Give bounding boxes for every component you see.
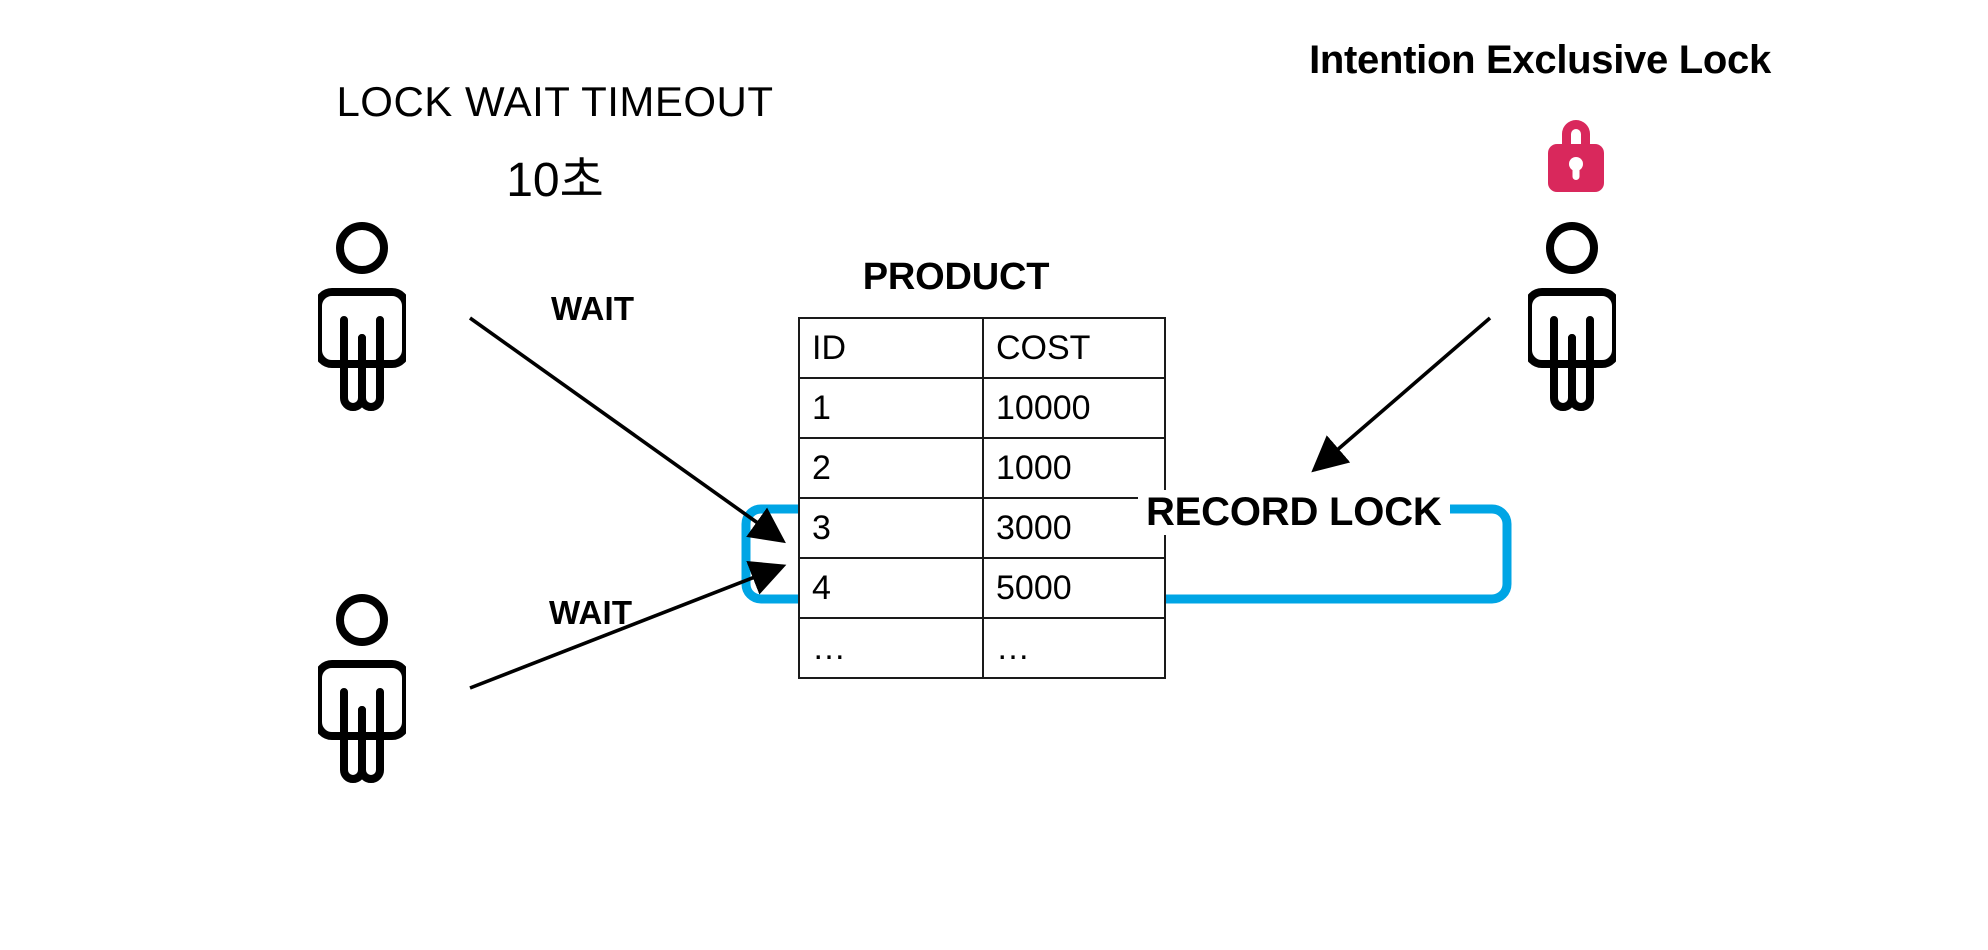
table-row: 2 1000 [798, 437, 1166, 499]
record-lock-label: RECORD LOCK [1138, 490, 1450, 535]
cell-cost: … [982, 617, 1166, 679]
wait-label-bottom: WAIT [549, 594, 633, 631]
column-header-cost: COST [982, 317, 1166, 379]
cell-cost: 10000 [982, 377, 1166, 439]
person-icon-waiter-bottom [314, 594, 410, 789]
cell-id: … [798, 617, 984, 679]
arrow-lock-holder [1311, 316, 1492, 473]
cell-id: 1 [798, 377, 984, 439]
column-header-id: ID [798, 317, 984, 379]
table-header-row: ID COST [798, 317, 1166, 379]
table-row-locked: 3 3000 [798, 497, 1166, 559]
person-icon-lock-holder [1524, 222, 1620, 417]
cell-cost: 5000 [982, 557, 1166, 619]
table-row: … … [798, 617, 1166, 679]
lock-wait-timeout-title: LOCK WAIT TIMEOUT [336, 78, 774, 125]
lock-wait-timeout-value: 10초 [506, 154, 604, 207]
cell-id: 2 [798, 437, 984, 499]
product-table: ID COST 1 10000 2 1000 3 3000 4 5000 … … [798, 317, 1166, 679]
cell-cost: 1000 [982, 437, 1166, 499]
cell-id: 3 [798, 497, 984, 559]
intention-exclusive-lock-title: Intention Exclusive Lock [1309, 38, 1771, 82]
wait-label-top: WAIT [551, 290, 635, 327]
arrow-wait-top [468, 316, 786, 544]
padlock-icon [1540, 108, 1612, 199]
table-row: 1 10000 [798, 377, 1166, 439]
table-row: 4 5000 [798, 557, 1166, 619]
table-title: PRODUCT [862, 256, 1050, 298]
person-icon-waiter-top [314, 222, 410, 417]
cell-id: 4 [798, 557, 984, 619]
